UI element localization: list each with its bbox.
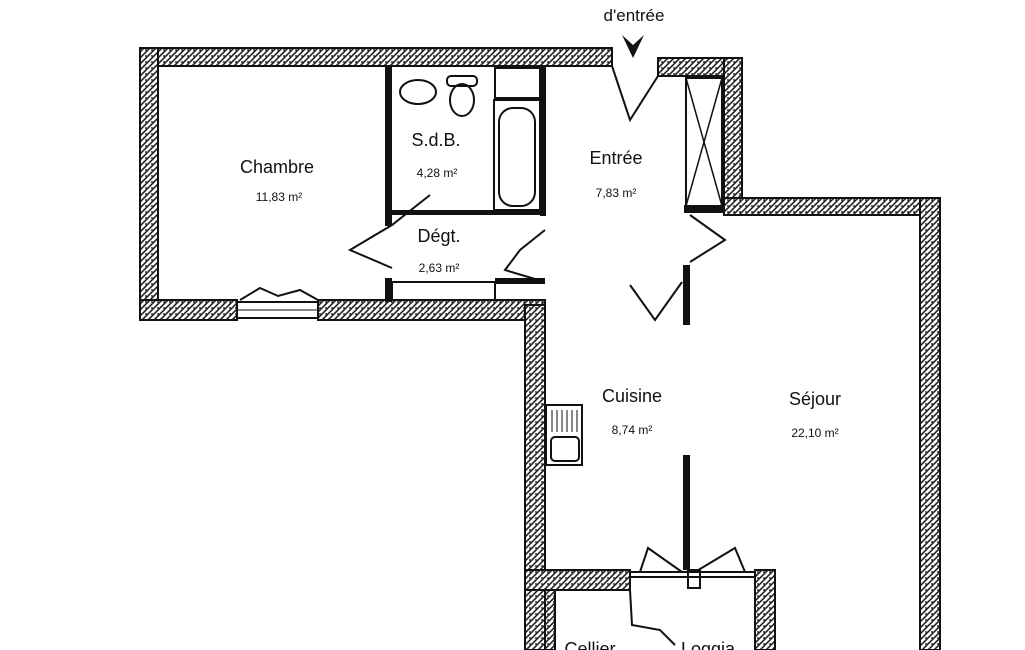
room-name-cuisine: Cuisine — [602, 386, 662, 406]
windows — [236, 281, 756, 578]
interior-walls — [385, 66, 724, 570]
room-area-degt: 2,63 m² — [419, 261, 460, 275]
kitchen-sink — [545, 404, 583, 466]
exterior-walls — [139, 47, 941, 650]
room-name-degt: Dégt. — [417, 226, 460, 246]
bathroom-fixtures — [399, 67, 541, 211]
room-name-sdb: S.d.B. — [411, 130, 460, 150]
entrance-label: d'entrée — [604, 6, 665, 25]
room-area-entree: 7,83 m² — [596, 186, 637, 200]
room-area-sdb: 4,28 m² — [417, 166, 458, 180]
room-name-entree: Entrée — [589, 148, 642, 168]
room-name-cellier: Cellier — [564, 639, 615, 650]
closet — [685, 77, 723, 207]
entrance-arrow-icon — [622, 35, 644, 58]
room-name-chambre: Chambre — [240, 157, 314, 177]
room-name-sejour: Séjour — [789, 389, 841, 409]
room-name-loggia: Loggia — [681, 639, 736, 650]
room-area-cuisine: 8,74 m² — [612, 423, 653, 437]
room-area-sejour: 22,10 m² — [791, 426, 838, 440]
doors — [239, 65, 746, 646]
room-area-chambre: 11,83 m² — [256, 190, 302, 204]
